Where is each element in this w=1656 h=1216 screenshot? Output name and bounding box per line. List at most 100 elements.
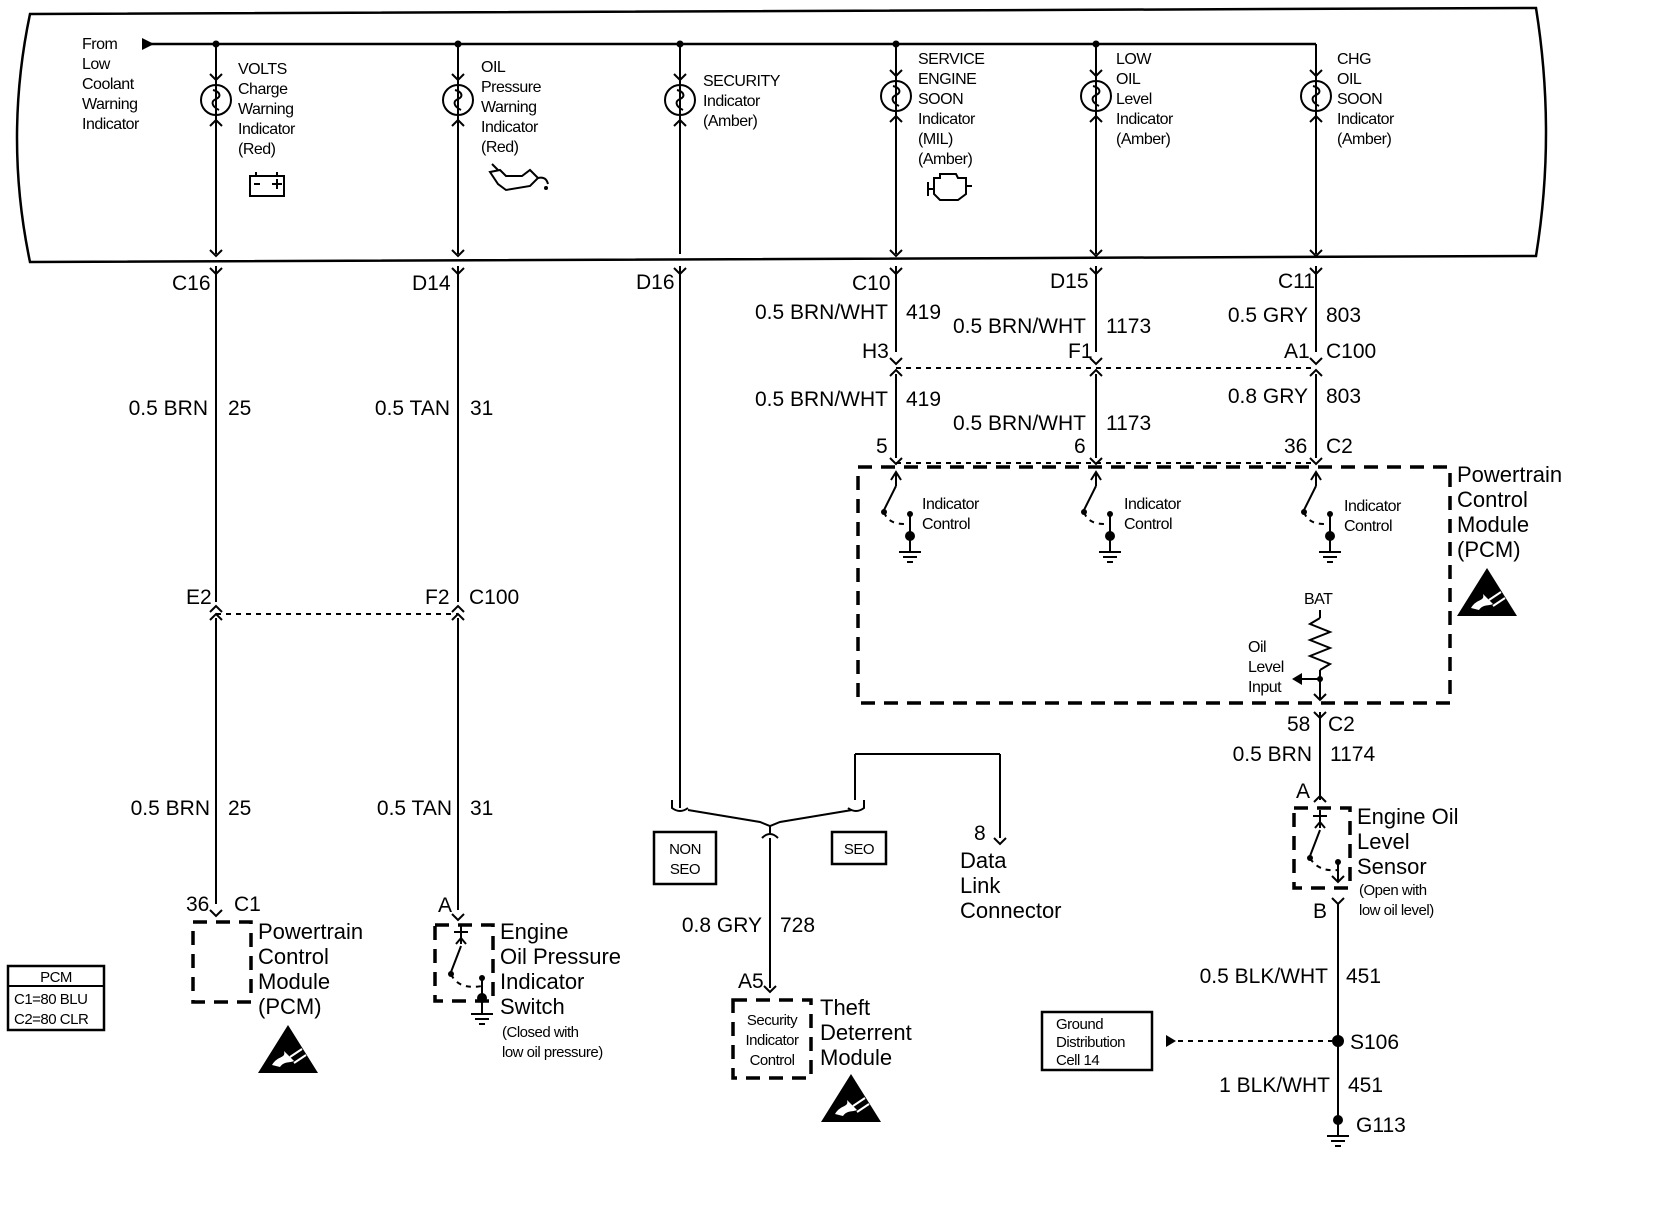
pcm-left-label: Powertrain Control Module (PCM) (258, 919, 363, 1019)
oil-level-sensor-box (1292, 806, 1352, 890)
pin-36-c1: 36 (186, 893, 209, 916)
svg-text:Warning: Warning (238, 101, 293, 118)
circuit-451 (1331, 897, 1345, 1118)
svg-text:Control: Control (922, 516, 970, 533)
svg-text:Security: Security (747, 1012, 798, 1029)
wire-25-number: 25 (228, 397, 251, 420)
svg-text:SECURITY: SECURITY (703, 73, 781, 90)
svg-text:Indicator: Indicator (1337, 111, 1395, 128)
svg-text:(Open with: (Open with (1359, 882, 1427, 899)
svg-text:LOW: LOW (1116, 51, 1152, 68)
svg-text:PCM: PCM (40, 969, 72, 986)
svg-text:Control: Control (1124, 516, 1172, 533)
circuit-1174 (1313, 711, 1327, 803)
oil-pressure-switch-label: Engine Oil Pressure Indicator Switch (500, 919, 621, 1019)
splice-s106-label: S106 (1350, 1031, 1399, 1054)
svg-text:(Amber): (Amber) (703, 113, 757, 130)
connector-c100-right: C100 (1326, 340, 1376, 363)
svg-text:Low: Low (82, 56, 111, 73)
svg-text:OIL: OIL (1337, 71, 1362, 88)
ground-icon (1098, 530, 1122, 563)
circuit-419 (889, 266, 903, 466)
wire-31-gauge-lower: 0.5 TAN (377, 797, 452, 820)
svg-text:Powertrain: Powertrain (258, 919, 363, 944)
data-link-connector-label: Data Link Connector (960, 848, 1062, 923)
svg-text:NON: NON (669, 841, 701, 858)
svg-text:Indicator: Indicator (922, 496, 980, 513)
svg-text:Indicator: Indicator (481, 119, 539, 136)
svg-text:low oil pressure): low oil pressure) (502, 1044, 603, 1061)
pin-d14: D14 (412, 272, 451, 295)
splice-s106 (1332, 1035, 1344, 1047)
pcm-right-label: Powertrain Control Module (PCM) (1457, 462, 1562, 562)
service-engine-soon-label: SERVICE ENGINE SOON Indicator (MIL) (Amb… (918, 51, 985, 168)
svg-text:Distribution: Distribution (1056, 1034, 1125, 1051)
oil-can-icon (488, 163, 549, 192)
svg-text:CHG: CHG (1337, 51, 1371, 68)
svg-text:SEO: SEO (670, 861, 700, 878)
svg-text:Deterrent: Deterrent (820, 1020, 912, 1045)
svg-text:VOLTS: VOLTS (238, 61, 287, 78)
svg-text:Oil Pressure: Oil Pressure (500, 944, 621, 969)
svg-text:(Red): (Red) (481, 139, 519, 156)
svg-text:Cell 14: Cell 14 (1056, 1052, 1099, 1069)
option-non-seo: NON SEO (652, 830, 718, 886)
wire-1173-number: 1173 (1106, 315, 1151, 338)
pin-a1: A1 (1284, 340, 1310, 363)
pin-f1: F1 (1068, 340, 1093, 363)
svg-text:SOON: SOON (918, 91, 963, 108)
svg-text:(Closed with: (Closed with (502, 1024, 579, 1041)
svg-text:Indicator: Indicator (918, 111, 976, 128)
wire-728-gauge: 0.8 GRY (682, 914, 762, 937)
svg-text:Coolant: Coolant (82, 76, 135, 93)
wire-419-gauge-lower: 0.5 BRN/WHT (755, 388, 888, 411)
ground-icon (1318, 530, 1342, 563)
indicator-control-label: Indicator Control (1124, 496, 1183, 533)
svg-text:low oil level): low oil level) (1359, 902, 1434, 919)
svg-text:Indicator: Indicator (500, 969, 584, 994)
wire-728-number: 728 (780, 914, 815, 937)
svg-text:Control: Control (1457, 487, 1528, 512)
svg-text:C1=80 BLU: C1=80 BLU (14, 991, 87, 1008)
wire-803-number: 803 (1326, 304, 1361, 327)
pin-c16: C16 (172, 272, 211, 295)
pin-d15: D15 (1050, 270, 1089, 293)
svg-text:C2=80 CLR: C2=80 CLR (14, 1011, 89, 1028)
svg-text:Module: Module (258, 969, 330, 994)
wire-419-gauge: 0.5 BRN/WHT (755, 301, 888, 324)
svg-text:Control: Control (750, 1052, 795, 1069)
wire-25-gauge: 0.5 BRN (129, 397, 208, 420)
pin-f2: F2 (425, 586, 450, 609)
connector-c2-bottom: C2 (1328, 713, 1355, 736)
wire-1174-gauge: 0.5 BRN (1233, 743, 1312, 766)
input-arrow-icon (142, 38, 154, 50)
wire-419-number: 419 (906, 301, 941, 324)
wire-25-gauge-lower: 0.5 BRN (131, 797, 210, 820)
indicator-drops (215, 44, 1317, 254)
svg-text:Pressure: Pressure (481, 79, 542, 96)
wire-31-number-lower: 31 (470, 797, 493, 820)
esd-sensitive-icon (257, 1024, 319, 1074)
svg-text:Level: Level (1248, 659, 1284, 676)
pin-5: 5 (876, 435, 888, 458)
indicator-control-label: Indicator Control (1344, 498, 1403, 535)
wire-451-gauge-lower: 1 BLK/WHT (1219, 1074, 1330, 1097)
wire-1173-gauge: 0.5 BRN/WHT (953, 315, 1086, 338)
ground-distribution-reference: Ground Distribution Cell 14 (1040, 1010, 1332, 1072)
security-circuit (671, 266, 1007, 994)
ground-icon (470, 992, 494, 1025)
svg-text:Level: Level (1116, 91, 1152, 108)
low-oil-level-label: LOW OIL Level Indicator (Amber) (1116, 51, 1175, 148)
ground-icon (1326, 1114, 1350, 1147)
wire-1173-number-lower: 1173 (1106, 412, 1151, 435)
circuit-31 (451, 266, 465, 922)
wire-31-number: 31 (470, 397, 493, 420)
svg-text:Level: Level (1357, 829, 1410, 854)
wire-31-gauge: 0.5 TAN (375, 397, 450, 420)
connector-c2-top: C2 (1326, 435, 1353, 458)
svg-text:Charge: Charge (238, 81, 288, 98)
battery-icon (249, 172, 285, 197)
instrument-cluster: From Low Coolant Warning Indicator VOLTS… (15, 6, 1548, 264)
engine-icon (927, 173, 972, 201)
svg-text:SEO: SEO (844, 841, 874, 858)
